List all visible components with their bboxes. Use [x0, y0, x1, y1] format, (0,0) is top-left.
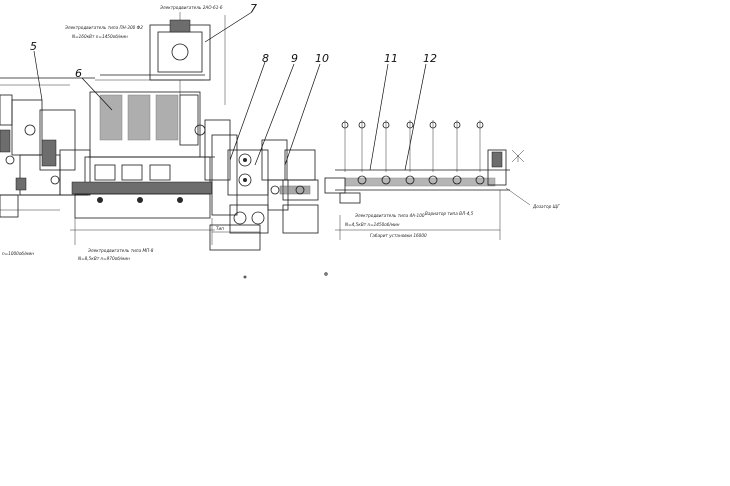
callout-12: 12 — [423, 52, 437, 65]
callout-8: 8 — [262, 52, 269, 65]
callout-7: 7 — [250, 2, 257, 15]
note-motor-b: Электродвигатель типа МП-8 — [87, 248, 154, 253]
callout-5: 5 — [30, 40, 37, 53]
top-motor-assembly — [149, 12, 226, 105]
note-right-tag: Дозатор ЩГ — [532, 204, 560, 209]
note-motor-a: Электродвигатель типа ПН-300 Ф2 — [64, 25, 143, 30]
callout-10: 10 — [315, 52, 329, 65]
left-machinery — [0, 77, 95, 218]
note-motor-a-params: N=160кВт n=1450об/мин — [72, 34, 128, 39]
note-motor-b-params: N=8,5кВт n=970об/мин — [78, 256, 130, 261]
callout-11: 11 — [384, 52, 398, 65]
note-reducer: Вариатор типа ВЛ-4,5 — [425, 211, 474, 216]
annotation-notes: Электродвигатель 2АО-61-6 Электродвигате… — [2, 5, 560, 261]
note-conveyor-motor: Электродвигатель типа 4А-100 — [354, 213, 425, 218]
note-conveyor-params: N=4,5кВт n=1450об/мин — [345, 222, 400, 227]
detail-marks — [243, 155, 519, 279]
note-left: n=1000об/мин — [2, 251, 34, 256]
middle-units — [209, 134, 319, 251]
note-top-motor: Электродвигатель 2АО-61-6 — [159, 5, 223, 10]
note-length: Габарит установки 16000 — [370, 233, 427, 238]
note-tip: Тип — [216, 226, 224, 231]
central-machine — [70, 74, 231, 245]
callout-9: 9 — [291, 52, 298, 65]
callout-leaders — [33, 11, 427, 171]
callout-numbers: 5 6 7 8 9 10 11 12 — [30, 2, 437, 80]
callout-6: 6 — [75, 67, 82, 80]
